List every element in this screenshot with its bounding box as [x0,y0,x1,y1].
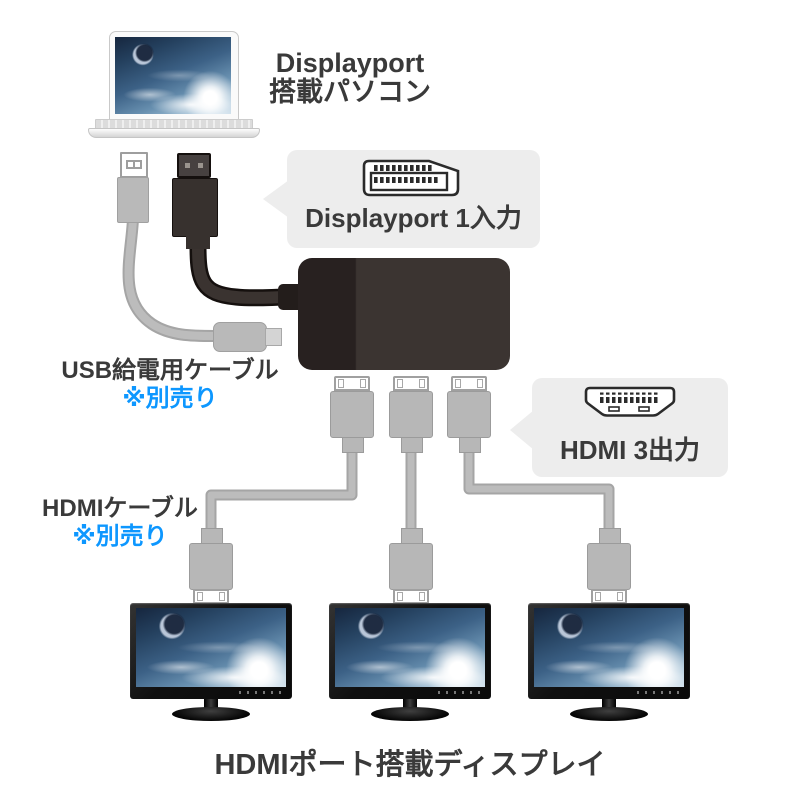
hdmi-plug-tip [193,589,229,604]
hdmi-plug-tip [451,376,487,391]
monitor-buttons [239,691,283,694]
hdmi-tip-mark [219,592,225,601]
dp-input-label: Displayport 1入力 [305,203,522,233]
source-device-label-line1: Displayport [275,48,425,78]
hdmi-cable-label: HDMIケーブル ※別売り [20,495,220,551]
source-device-label: Displayport 搭載パソコン [258,49,442,107]
monitor-stand-base [570,707,648,721]
hdmi-plug-relief [401,528,423,544]
hdmi-connector-icon [584,386,676,417]
hdmi-tip-mark [397,592,403,601]
hdmi-tip-mark [197,592,203,601]
hdmi-tip-mark [595,592,601,601]
monitor-stand-neck [602,699,616,710]
hdmi-tip-mark [455,379,461,388]
hdmi-cable-1 [205,448,358,530]
hdmi-tip-mark [397,379,403,388]
displayport-plug-body [172,178,218,237]
monitor-stand-base [172,707,250,721]
hdmi-plug-relief [342,437,364,453]
displayport-plug-relief [186,235,210,249]
displayport-connector-icon [362,159,460,197]
monitor-stand-neck [403,699,417,710]
hdmi-plug-body [587,543,631,590]
hdmi-tip-mark [477,379,483,388]
usb-cable-name: USB給電用ケーブル [61,357,279,384]
usb-a-plug-tip [120,152,148,178]
laptop-base [88,128,260,138]
usb-power-plug-body [213,322,267,352]
adapter-body [298,258,510,370]
hdmi-plug-body [389,543,433,590]
monitor-stand-base [371,707,449,721]
monitor-stand-neck [204,699,218,710]
hdmi-plug-body [389,391,433,438]
monitor-screen [136,608,286,687]
dp-input-callout: Displayport 1入力 [287,150,540,248]
monitor-screen [534,608,684,687]
source-device-label-line2: 搭載パソコン [269,77,431,107]
hdmi-output-label: HDMI 3出力 [559,435,701,465]
hdmi-output-callout: HDMI 3出力 [532,378,728,477]
hdmi-tip-mark [338,379,344,388]
hdmi-plug-relief [201,528,223,544]
usb-cable-label: USB給電用ケーブル ※別売り [55,357,285,413]
hdmi-plug-relief [401,437,423,453]
hdmi-plug-tip [591,589,627,604]
monitor-screen [335,608,485,687]
hdmi-plug-relief [459,437,481,453]
dp-callout-tail [263,180,289,218]
hdmi-plug-body [447,391,491,438]
hdmi-cable-name: HDMIケーブル [42,495,198,522]
displayport-pin [198,163,203,168]
monitor-buttons [637,691,681,694]
hdmi-plug-tip [393,589,429,604]
displays-caption: HDMIポート搭載ディスプレイ [214,749,606,781]
displayport-cable-path [189,237,299,307]
hdmi-tip-mark [617,592,623,601]
displayport-pin [185,163,190,168]
usb-power-plug-tip [265,328,282,346]
displayport-plug-tip [177,153,211,178]
hdmi-plug-body [189,543,233,590]
laptop-screen [115,37,231,114]
usb-a-hole [133,160,142,169]
hdmi-plug-tip [334,376,370,391]
hdmi-plug-relief [599,528,621,544]
hdmi-cable-note: ※別売り [72,523,168,550]
usb-cable-note: ※別売り [122,385,218,412]
hdmi-plug-tip [393,376,429,391]
monitor-buttons [438,691,482,694]
hdmi-tip-mark [419,379,425,388]
hdmi-tip-mark [419,592,425,601]
usb-a-plug-body [117,177,149,223]
adapter-dp-port [278,284,300,310]
hdmi-plug-body [330,391,374,438]
hdmi-tip-mark [360,379,366,388]
